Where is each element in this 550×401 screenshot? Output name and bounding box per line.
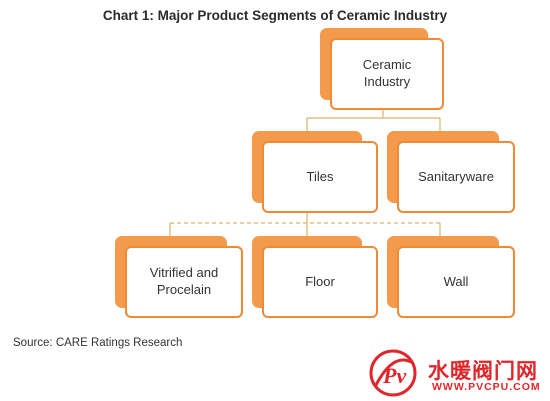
node-ceramic-industry-label: Ceramic Industry: [330, 38, 444, 110]
node-vitrified-label: Vitrified and Procelain: [125, 246, 243, 318]
node-tiles: Tiles: [252, 131, 378, 213]
node-floor-label: Floor: [262, 246, 378, 318]
node-sanitaryware-label: Sanitaryware: [397, 141, 515, 213]
node-wall: Wall: [387, 236, 515, 318]
source-note: Source: CARE Ratings Research: [13, 337, 183, 349]
page-title: Chart 1: Major Product Segments of Ceram…: [102, 8, 448, 23]
node-floor: Floor: [252, 236, 378, 318]
watermark-logo: Pv: [369, 349, 417, 397]
node-ceramic-industry: Ceramic Industry: [320, 28, 444, 110]
node-tiles-label: Tiles: [262, 141, 378, 213]
node-vitrified-procelain: Vitrified and Procelain: [115, 236, 243, 318]
watermark-text: 水暖阀门网: [428, 360, 538, 383]
watermark-logo-letters: Pv: [382, 363, 406, 388]
node-wall-label: Wall: [397, 246, 515, 318]
node-sanitaryware: Sanitaryware: [387, 131, 515, 213]
watermark-url: WWW.PVCPU.COM: [432, 381, 541, 393]
